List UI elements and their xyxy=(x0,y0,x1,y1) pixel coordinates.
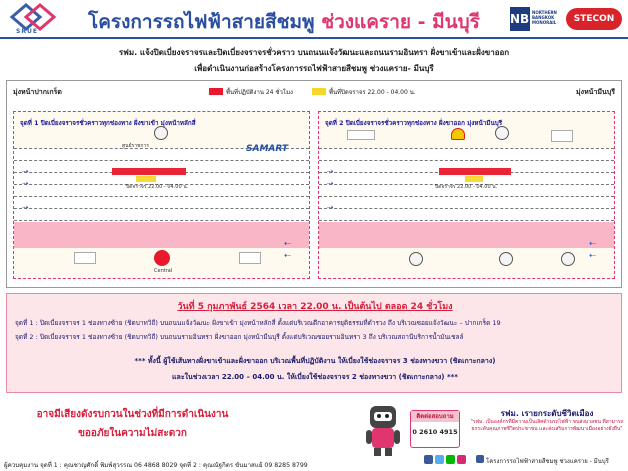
facebook-icon[interactable] xyxy=(424,455,433,464)
direction-right: มุ่งหน้ามีนบุรี xyxy=(576,88,615,96)
road-lane-line xyxy=(319,148,614,149)
info-note-1: *** ทั้งนี้ ผู้ใช้เส้นทางฝั่งขาเข้าและฝั… xyxy=(134,357,496,365)
emblem-icon xyxy=(561,252,575,266)
tag-construction: ก่อสร้างสถานี (ใหม่) 24 ชั่วโมง xyxy=(443,163,512,169)
legend-swatch-work-area xyxy=(209,88,223,95)
road-lane-line xyxy=(14,196,309,197)
facebook-page-name[interactable]: โครงการรถไฟฟ้าสายสีชมพู ช่วงแคราย - มีนบ… xyxy=(486,458,609,465)
slogan-description: "รฟม. เป็นองค์กรที่มีความเป็นเลิศด้านรถไ… xyxy=(470,419,624,432)
traffic-arrow-icon: ⇢ xyxy=(22,167,29,176)
footer: ผู้ควบคุมงาน จุดที่ 1 : คุณชาญศักดิ์ พิม… xyxy=(0,458,420,471)
traffic-arrow-icon: ⇠ xyxy=(284,239,291,248)
road-lane-line xyxy=(14,208,309,209)
info-point-1: จุดที่ 1 : ปิดเบี่ยงจราจร 1 ช่องทางซ้าย … xyxy=(15,319,501,327)
central-logo-icon xyxy=(154,250,170,266)
median-band xyxy=(14,222,309,248)
contact-phone[interactable]: 0 2610 4915 xyxy=(412,428,458,436)
subtitle-line-2: เพื่อดำเนินงานก่อสร้างโครงการรถไฟฟ้าสายส… xyxy=(194,64,434,73)
info-point-2: จุดที่ 2 : ปิดเบี่ยงจราจร 1 ช่องทางซ้าย … xyxy=(15,333,464,341)
panel-title-point-2: จุดที่ 2 ปิดเบี่ยงจราจรชั่วคราวทุกช่องทา… xyxy=(325,120,503,127)
traffic-arrow-icon: ⇢ xyxy=(22,203,29,212)
emblem-icon xyxy=(499,252,513,266)
tag-construction: ก่อสร้างสถานี (ใหม่) 24 ชั่วโมง xyxy=(114,163,183,169)
road-lane-line xyxy=(319,184,614,185)
road-lane-line xyxy=(319,220,614,221)
facebook-page-icon[interactable] xyxy=(476,455,484,463)
traffic-arrow-icon: ⇠ xyxy=(589,251,596,260)
tag-closure-time: ปิดจราจร 22.00 - 04.00 น. xyxy=(126,184,189,190)
nbm-logo: NBM NORTHERN BANGKOK MONORAIL xyxy=(510,7,560,31)
panel-title-point-1: จุดที่ 1 ปิดเบี่ยงจราจรชั่วคราวทุกช่องทา… xyxy=(20,120,196,127)
building-icon xyxy=(74,252,96,264)
header: SRUE โครงการรถไฟฟ้าสายสีชมพู ช่วงแคราย -… xyxy=(0,0,628,39)
legend-swatch-closure xyxy=(312,88,326,95)
title-main: โครงการรถไฟฟ้าสายสีชมพู xyxy=(88,11,315,33)
nbm-logo-icon: NBM xyxy=(510,7,541,31)
subtitle-line-1: รฟม. แจ้งปิดเบี่ยงจราจรและปิดเบี่ยงจราจร… xyxy=(118,48,510,57)
emblem-icon xyxy=(409,252,423,266)
median-band xyxy=(319,222,614,248)
traffic-arrow-icon: ⇢ xyxy=(327,179,334,188)
road-lane-line xyxy=(319,160,614,161)
stecon-logo: STECON xyxy=(566,8,622,30)
road-lane-line xyxy=(319,208,614,209)
srt-logo-icon xyxy=(9,3,57,31)
traffic-arrow-icon: ⇢ xyxy=(22,179,29,188)
apology-line-1: อาจมีเสียงดังรบกวนในช่วงที่มีการดำเนินงา… xyxy=(36,409,229,420)
line-icon[interactable] xyxy=(446,455,455,464)
apology-line-2: ขออภัยในความไม่สะดวก xyxy=(78,428,187,439)
traffic-arrow-icon: ⇠ xyxy=(589,239,596,248)
place-label-central: Central xyxy=(154,268,173,274)
direction-left: มุ่งหน้าปากเกร็ด xyxy=(13,88,62,96)
legend-label-work-area: พื้นที่ปฏิบัติงาน 24 ชั่วโมง xyxy=(226,89,293,96)
social-icons xyxy=(424,455,470,465)
nbm-logo-text: NORTHERN BANGKOK MONORAIL xyxy=(532,10,557,25)
legend-label-closure: พื้นที่ปิดจราจร 22.00 - 04.00 น. xyxy=(329,89,416,96)
emblem-icon xyxy=(495,126,509,140)
title-route: ช่วงแคราย - มีนบุรี xyxy=(321,11,480,33)
traffic-map: มุ่งหน้าปากเกร็ด มุ่งหน้ามีนบุรี พื้นที่… xyxy=(6,80,622,288)
contact-header: ติดต่อสอบถาม xyxy=(411,411,459,422)
instagram-icon[interactable] xyxy=(457,455,466,464)
tag-closure-time: ปิดจราจร 22.00 - 04.00 น. xyxy=(435,184,498,190)
building-icon xyxy=(347,130,375,140)
road-lane-line xyxy=(14,148,309,149)
road-diagram xyxy=(14,148,309,226)
building-icon xyxy=(239,252,261,264)
no-entry-icon xyxy=(154,126,168,140)
road-lane-line xyxy=(14,184,309,185)
samart-logo: SAMART xyxy=(246,144,289,154)
road-diagram xyxy=(319,148,614,226)
map-panel-point-2: จุดที่ 2 ปิดเบี่ยงจราจรชั่วคราวทุกช่องทา… xyxy=(318,111,615,279)
twitter-icon[interactable] xyxy=(435,455,444,464)
closure-night-area xyxy=(465,176,483,182)
footer-supervisors: ผู้ควบคุมงาน จุดที่ 1 : คุณชาญศักดิ์ พิม… xyxy=(4,462,308,469)
closure-area xyxy=(112,168,186,175)
page-title: โครงการรถไฟฟ้าสายสีชมพู ช่วงแคราย - มีนบ… xyxy=(88,7,480,37)
srt-logo-text: SRUE xyxy=(16,28,38,35)
road-lane-line xyxy=(14,220,309,221)
closure-night-area xyxy=(136,176,156,182)
traffic-arrow-icon: ⇠ xyxy=(284,251,291,260)
place-label-gov-center: ศูนย์ราชการ xyxy=(122,143,149,149)
road-lane-line xyxy=(319,196,614,197)
shell-station-icon xyxy=(451,128,465,140)
traffic-arrow-icon: ⇢ xyxy=(327,203,334,212)
info-note-2: และในช่วงเวลา 22.00 – 04.00 น. ให้เบี่ยง… xyxy=(172,373,458,381)
closure-area xyxy=(439,168,511,175)
effective-date: วันที่ 5 กุมภาพันธ์ 2564 เวลา 22.00 น. เ… xyxy=(177,302,453,312)
info-box: วันที่ 5 กุมภาพันธ์ 2564 เวลา 22.00 น. เ… xyxy=(6,293,622,393)
contact-box: ติดต่อสอบถาม 0 2610 4915 xyxy=(410,410,460,448)
road-lane-line xyxy=(14,160,309,161)
map-panel-point-1: จุดที่ 1 ปิดเบี่ยงจราจรชั่วคราวทุกช่องทา… xyxy=(13,111,310,279)
traffic-arrow-icon: ⇢ xyxy=(327,167,334,176)
mascot-icon xyxy=(366,406,400,456)
building-icon xyxy=(551,130,573,142)
header-divider xyxy=(0,37,628,39)
slogan: รฟม. เรายกระดับชีวิตเมือง xyxy=(500,409,594,418)
